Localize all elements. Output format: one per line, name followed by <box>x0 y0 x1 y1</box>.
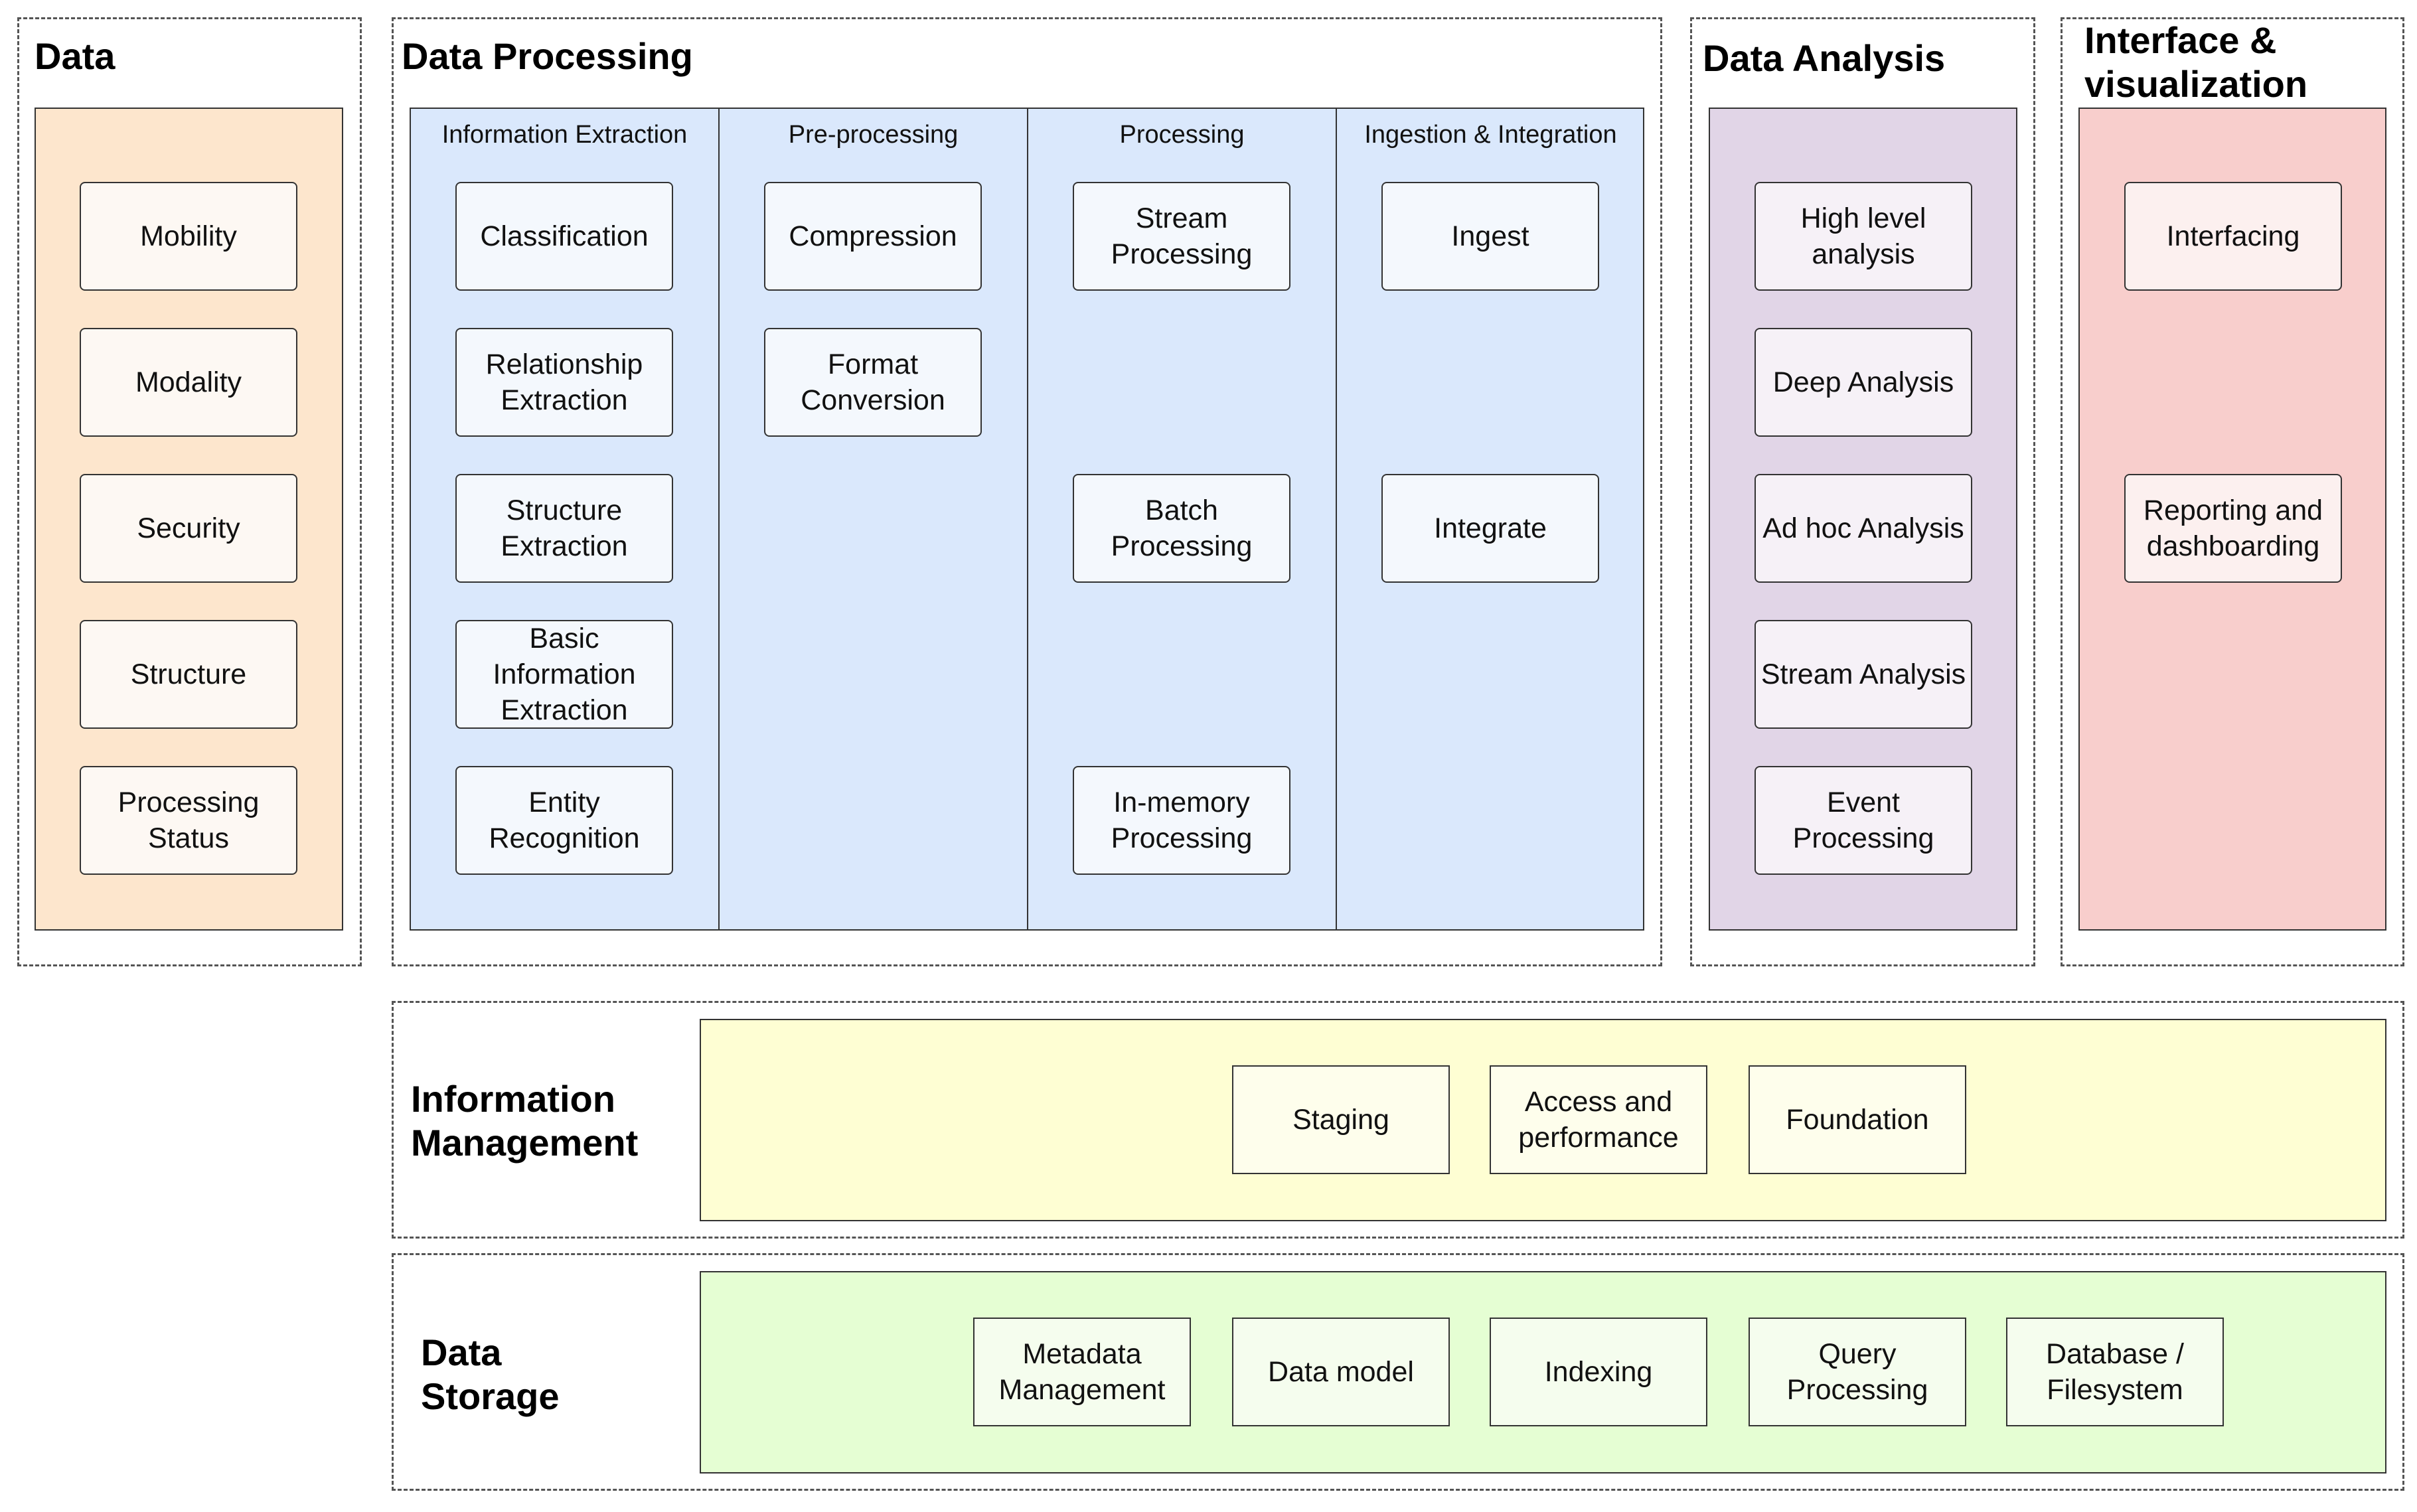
data-item-processing-status: Processing Status <box>80 766 297 875</box>
data-storage-panel: Metadata Management Data model Indexing … <box>700 1271 2386 1474</box>
data-analysis-title: Data Analysis <box>1703 37 1946 79</box>
database-filesystem-box: Database / Filesystem <box>2006 1318 2224 1426</box>
data-storage-title: Data Storage <box>421 1331 560 1417</box>
query-processing-box: Query Processing <box>1749 1318 1966 1426</box>
structure-extraction-box: Structure Extraction <box>455 474 673 583</box>
data-section-title: Data <box>35 35 116 77</box>
information-management-section <box>392 1001 2404 1239</box>
data-item-security: Security <box>80 474 297 583</box>
data-item-structure: Structure <box>80 620 297 729</box>
information-management-title: Information Management <box>411 1078 639 1164</box>
data-analysis-panel: High level analysis Deep Analysis Ad hoc… <box>1709 108 2017 931</box>
column-divider <box>1027 109 1028 929</box>
column-divider <box>1336 109 1337 929</box>
foundation-box: Foundation <box>1749 1065 1966 1174</box>
data-model-box: Data model <box>1232 1318 1450 1426</box>
data-item-mobility: Mobility <box>80 182 297 291</box>
batch-processing-box: Batch Processing <box>1073 474 1290 583</box>
access-performance-box: Access and performance <box>1490 1065 1707 1174</box>
high-level-analysis-box: High level analysis <box>1754 182 1972 291</box>
interface-visualization-title: Interface & visualization <box>2084 19 2308 105</box>
column-divider <box>718 109 720 929</box>
data-section <box>17 17 362 966</box>
staging-box: Staging <box>1232 1065 1450 1174</box>
entity-recognition-box: Entity Recognition <box>455 766 673 875</box>
data-panel: Mobility Modality Security Structure Pro… <box>35 108 343 931</box>
metadata-management-box: Metadata Management <box>973 1318 1191 1426</box>
data-storage-section <box>392 1253 2404 1491</box>
integrate-box: Integrate <box>1381 474 1599 583</box>
reporting-dashboarding-box: Reporting and dashboarding <box>2124 474 2342 583</box>
indexing-box: Indexing <box>1490 1318 1707 1426</box>
data-processing-section <box>392 17 1662 966</box>
interface-visualization-section <box>2061 17 2404 966</box>
column-title-ingestion-integration: Ingestion & Integration <box>1364 121 1617 149</box>
information-management-panel: Staging Access and performance Foundatio… <box>700 1019 2386 1221</box>
deep-analysis-box: Deep Analysis <box>1754 328 1972 437</box>
relationship-extraction-box: Relationship Extraction <box>455 328 673 437</box>
event-processing-box: Event Processing <box>1754 766 1972 875</box>
ingest-box: Ingest <box>1381 182 1599 291</box>
in-memory-processing-box: In-memory Processing <box>1073 766 1290 875</box>
stream-processing-box: Stream Processing <box>1073 182 1290 291</box>
data-analysis-section <box>1690 17 2035 966</box>
column-title-information-extraction: Information Extraction <box>441 121 688 149</box>
column-title-processing: Processing <box>1119 121 1245 149</box>
format-conversion-box: Format Conversion <box>764 328 982 437</box>
ad-hoc-analysis-box: Ad hoc Analysis <box>1754 474 1972 583</box>
basic-information-extraction-box: Basic Information Extraction <box>455 620 673 729</box>
column-title-pre-processing: Pre-processing <box>788 121 959 149</box>
interface-visualization-panel: Interfacing Reporting and dashboarding <box>2078 108 2386 931</box>
compression-box: Compression <box>764 182 982 291</box>
stream-analysis-box: Stream Analysis <box>1754 620 1972 729</box>
data-processing-panel: Information Extraction Pre-processing Pr… <box>410 108 1644 931</box>
interfacing-box: Interfacing <box>2124 182 2342 291</box>
classification-box: Classification <box>455 182 673 291</box>
data-processing-title: Data Processing <box>402 35 693 77</box>
data-item-modality: Modality <box>80 328 297 437</box>
